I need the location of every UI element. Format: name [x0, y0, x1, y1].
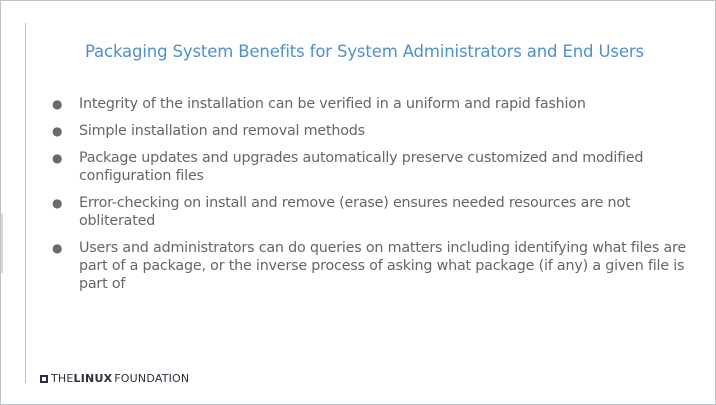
bullet-item: ● Package updates and upgrades automatic…: [50, 149, 702, 185]
bullet-text: Simple installation and removal methods: [79, 123, 365, 139]
benefits-list: ● Integrity of the installation can be v…: [50, 95, 702, 302]
bullet-text: Integrity of the installation can be ver…: [79, 96, 586, 112]
bullet-item: ● Simple installation and removal method…: [50, 122, 702, 140]
bullet-item: ● Users and administrators can do querie…: [50, 239, 702, 293]
square-logo-icon: [40, 374, 48, 383]
bullet-text: Users and administrators can do queries …: [79, 240, 686, 292]
logo-text-foundation: FOUNDATION: [114, 372, 190, 385]
bullet-icon: ●: [52, 196, 63, 210]
logo-text-linux: LINUX: [73, 372, 113, 385]
bullet-text: Error-checking on install and remove (er…: [79, 195, 631, 229]
slide-title: Packaging System Benefits for System Adm…: [85, 42, 644, 61]
linux-foundation-logo: THE LINUX FOUNDATION: [40, 372, 189, 385]
bullet-icon: ●: [52, 151, 63, 165]
bullet-text: Package updates and upgrades automatical…: [79, 150, 644, 184]
bullet-item: ● Error-checking on install and remove (…: [50, 194, 702, 230]
bullet-item: ● Integrity of the installation can be v…: [50, 95, 702, 113]
bullet-icon: ●: [52, 97, 63, 111]
bullet-icon: ●: [52, 241, 63, 255]
bullet-icon: ●: [52, 124, 63, 138]
left-edge-mark: [1, 213, 3, 273]
vertical-accent-rule: [25, 23, 26, 383]
logo-text-the: THE: [51, 372, 74, 385]
